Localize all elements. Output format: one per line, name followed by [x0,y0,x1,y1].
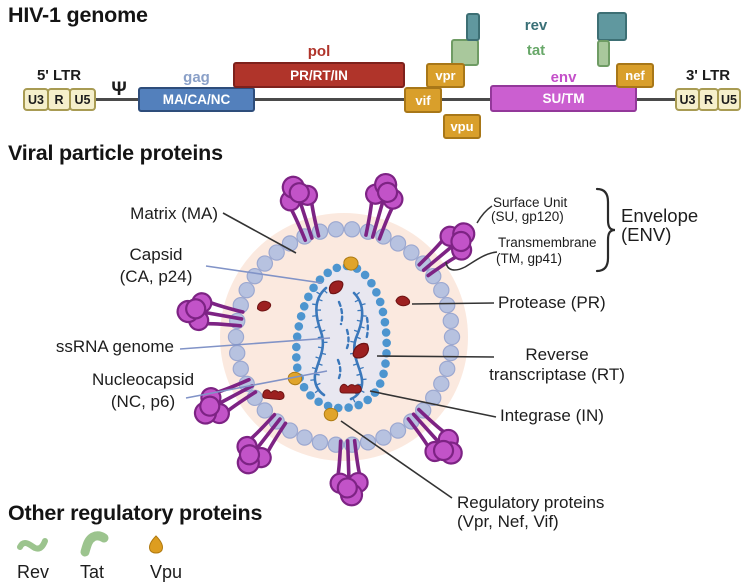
envelope-spike [279,175,321,243]
gag-box: MA/CA/NC [138,87,255,112]
legend-section-title: Other regulatory proteins [8,501,263,525]
spike-knob [376,181,399,204]
vpu-protein-shape [149,535,163,554]
matrix-label: Matrix (MA) [130,204,218,223]
ltr3-u5-box: U5 [717,88,741,111]
nucleocapsid-label-2: (NC, p6) [111,392,175,411]
envelope-spikes [176,172,476,507]
vpu-legend-label: Vpu [150,562,182,582]
tat-legend-label: Tat [80,562,104,582]
transmembrane-label: Transmembrane [498,235,597,250]
tat-exon2-box [597,40,610,67]
spike-knob [238,444,261,466]
spike-knob [336,477,358,499]
envelope-spike [176,292,245,332]
regulatory-protein-molecule [343,256,359,271]
spike-knob [450,230,472,253]
matrix-leader-line [222,212,297,254]
envelope-spike [417,222,476,278]
envelope-spike [193,377,258,425]
matrix-bead-ring [227,221,461,453]
spike-knob [199,395,221,417]
spike-knob [185,298,207,320]
surface-unit-hook-line [476,205,493,224]
rev-exon2-box [597,12,627,41]
tat-exon1-box [451,39,479,66]
spike-knob [288,182,310,204]
transmembrane-label-2: (TM, gp41) [496,251,562,266]
regulatory-leader-line [340,420,453,499]
env-label: env [550,69,577,86]
rna-fragments [336,300,369,380]
rev-exon1-box [466,13,480,41]
particle-section-title: Viral particle proteins [8,141,223,165]
envelope-spike [329,438,369,507]
capsid-label-2: (CA, p24) [120,267,193,286]
ltr3-u3-box: U3 [675,88,700,111]
psi-packaging-signal: Ψ [111,79,127,100]
regulatory-label: Regulatory proteins [457,493,604,512]
integrase-label: Integrase (IN) [500,406,604,425]
rt-label-2: transcriptase (RT) [489,365,625,384]
particle-labels: Matrix (MA) Capsid (CA, p24) ssRNA genom… [56,195,698,531]
vpr-box: vpr [426,63,465,88]
nef-box: nef [616,63,654,88]
transmembrane-hook-line [445,251,498,271]
leader-lines [179,187,616,499]
ssrna-strand-1 [313,286,328,397]
ltr5-label: 5' LTR [36,67,82,84]
rev-protein-shape [17,538,48,552]
regulatory-label-2: (Vpr, Nef, Vif) [457,512,559,531]
legend-items: Rev Tat Vpu [17,531,182,582]
genome-axis-line [95,98,677,101]
rt-label: Reverse [525,345,588,364]
vif-box: vif [404,87,442,113]
ltr5-u3-box: U3 [23,88,49,111]
pol-label: pol [307,43,331,60]
ltr3-r-box: R [698,88,719,111]
capsid-leader-line [205,265,323,284]
envelope-label: Envelope [621,205,698,226]
rev-gene-label: rev [524,17,548,34]
integrase-leader-line [369,390,497,418]
pol-box: PR/RT/IN [233,62,405,88]
integrase-molecule [339,383,362,394]
genome-title: HIV-1 genome [8,3,148,27]
ltr5-u5-box: U5 [69,88,96,111]
ltr5-r-box: R [47,88,71,111]
surface-unit-label: Surface Unit [493,195,568,210]
capsid-label: Capsid [130,245,183,264]
regulatory-protein-molecule [323,407,339,422]
nucleocapsid-label: Nucleocapsid [92,370,194,389]
envelope-spike [364,172,404,241]
nucleocapsid-leader-line [185,370,328,399]
rev-legend-label: Rev [17,562,49,582]
tat-gene-label: tat [526,42,546,59]
tat-protein-shape [80,531,109,557]
env-box: SU/TM [490,85,637,112]
gag-label: gag [183,69,210,86]
envelope-brace [595,187,616,273]
vpu-box: vpu [443,114,481,139]
rt-leader-line [376,355,495,358]
surface-unit-label-2: (SU, gp120) [491,209,564,224]
envelope-spike [236,412,288,475]
genome-map: HIV-1 genome 5' LTR U3 R U5 Ψ gag MA/CA/… [0,0,755,145]
protease-label: Protease (PR) [498,293,606,312]
ltr3-label: 3' LTR [685,67,731,84]
envelope-label-2: (ENV) [621,224,671,245]
spike-knob [432,439,455,462]
ssrna-leader-line [179,337,331,350]
ssrna-label: ssRNA genome [56,337,174,356]
protease-leader-line [411,302,495,305]
envelope-spike [406,407,463,465]
